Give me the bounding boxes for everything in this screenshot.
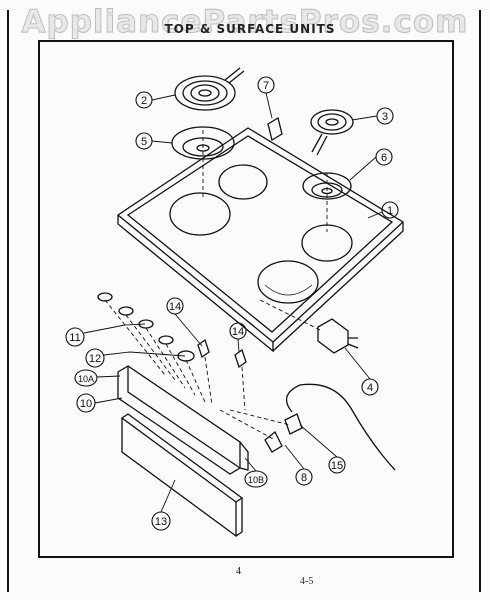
callout-10a: 10A: [78, 374, 94, 384]
surface-element-small: [310, 109, 354, 156]
callout-10: 10: [80, 398, 92, 410]
page-mark: 4-5: [300, 576, 314, 587]
callout-2: 2: [141, 95, 147, 107]
callout-6: 6: [381, 152, 387, 164]
callout-14-left: 14: [169, 301, 181, 313]
callout-11: 11: [69, 332, 80, 344]
callout-labels: 2 5 7 3 6 1 4 14 14 11 12 10A 10 10B 8 1…: [69, 80, 393, 528]
surface-element-large: [174, 67, 245, 111]
callout-10b: 10B: [248, 475, 264, 485]
wiring-harness: [264, 383, 396, 471]
assembly-lines: [104, 130, 328, 441]
callout-7: 7: [263, 80, 269, 92]
callout-15: 15: [331, 460, 343, 472]
diagram-title: TOP & SURFACE UNITS: [164, 22, 336, 36]
diagram-frame: [38, 40, 454, 558]
receptacle-block: [317, 318, 359, 354]
panel-trim: [120, 413, 244, 538]
control-panel: [117, 365, 249, 475]
cooktop-panel: [116, 127, 405, 353]
bracket-part: [267, 116, 283, 142]
leader-lines: [83, 92, 383, 513]
callout-1: 1: [387, 205, 393, 217]
callout-5: 5: [141, 136, 147, 148]
callout-8: 8: [301, 472, 307, 484]
watermark: AppliancePartsPros.com: [21, 4, 469, 41]
callout-4: 4: [367, 382, 373, 394]
page-number: 4: [236, 566, 241, 577]
callout-12: 12: [89, 353, 101, 365]
callout-14-right: 14: [232, 326, 244, 338]
callout-3: 3: [382, 111, 388, 123]
page-border: [7, 10, 481, 592]
callout-13: 13: [155, 516, 167, 528]
infinite-switches: [197, 338, 247, 369]
